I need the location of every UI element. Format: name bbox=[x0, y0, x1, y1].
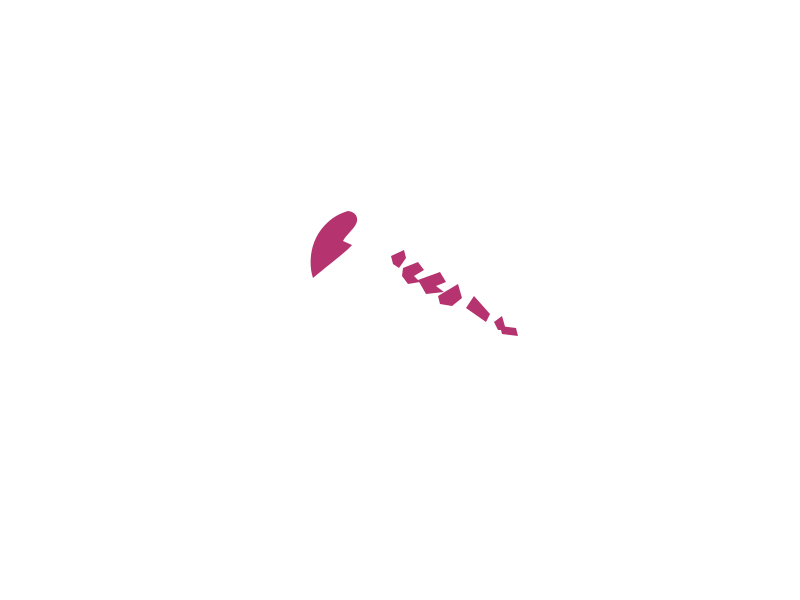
brush-handle-segment-2 bbox=[402, 262, 424, 284]
brush-handle-segment-3 bbox=[418, 272, 446, 294]
magenta-brush-mark bbox=[310, 211, 518, 336]
brush-head-stroke bbox=[310, 211, 358, 278]
brush-handle-segment-4 bbox=[438, 284, 462, 306]
brush-handle-segment-7 bbox=[500, 326, 518, 336]
brush-handle-segment-5 bbox=[466, 296, 490, 322]
brush-handle-segment-1 bbox=[391, 250, 406, 268]
